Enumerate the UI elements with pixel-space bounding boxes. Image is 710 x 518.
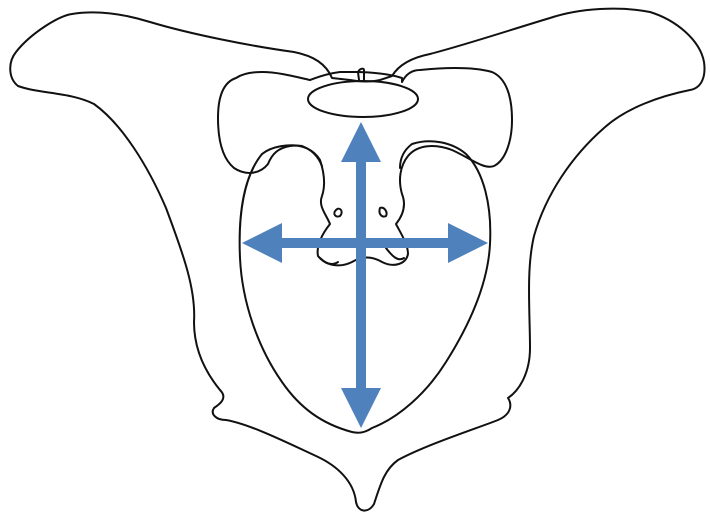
- left-lower-notch: [320, 258, 338, 264]
- pelvic-inlet-left-edge: [262, 145, 322, 166]
- measurement-arrows: [262, 142, 468, 408]
- right-lower-notch: [386, 248, 404, 259]
- right-foramen-icon: [379, 208, 386, 217]
- left-foramen-icon: [334, 209, 341, 217]
- sacral-promontory-oval: [308, 81, 418, 117]
- promontory-tip: [358, 69, 364, 80]
